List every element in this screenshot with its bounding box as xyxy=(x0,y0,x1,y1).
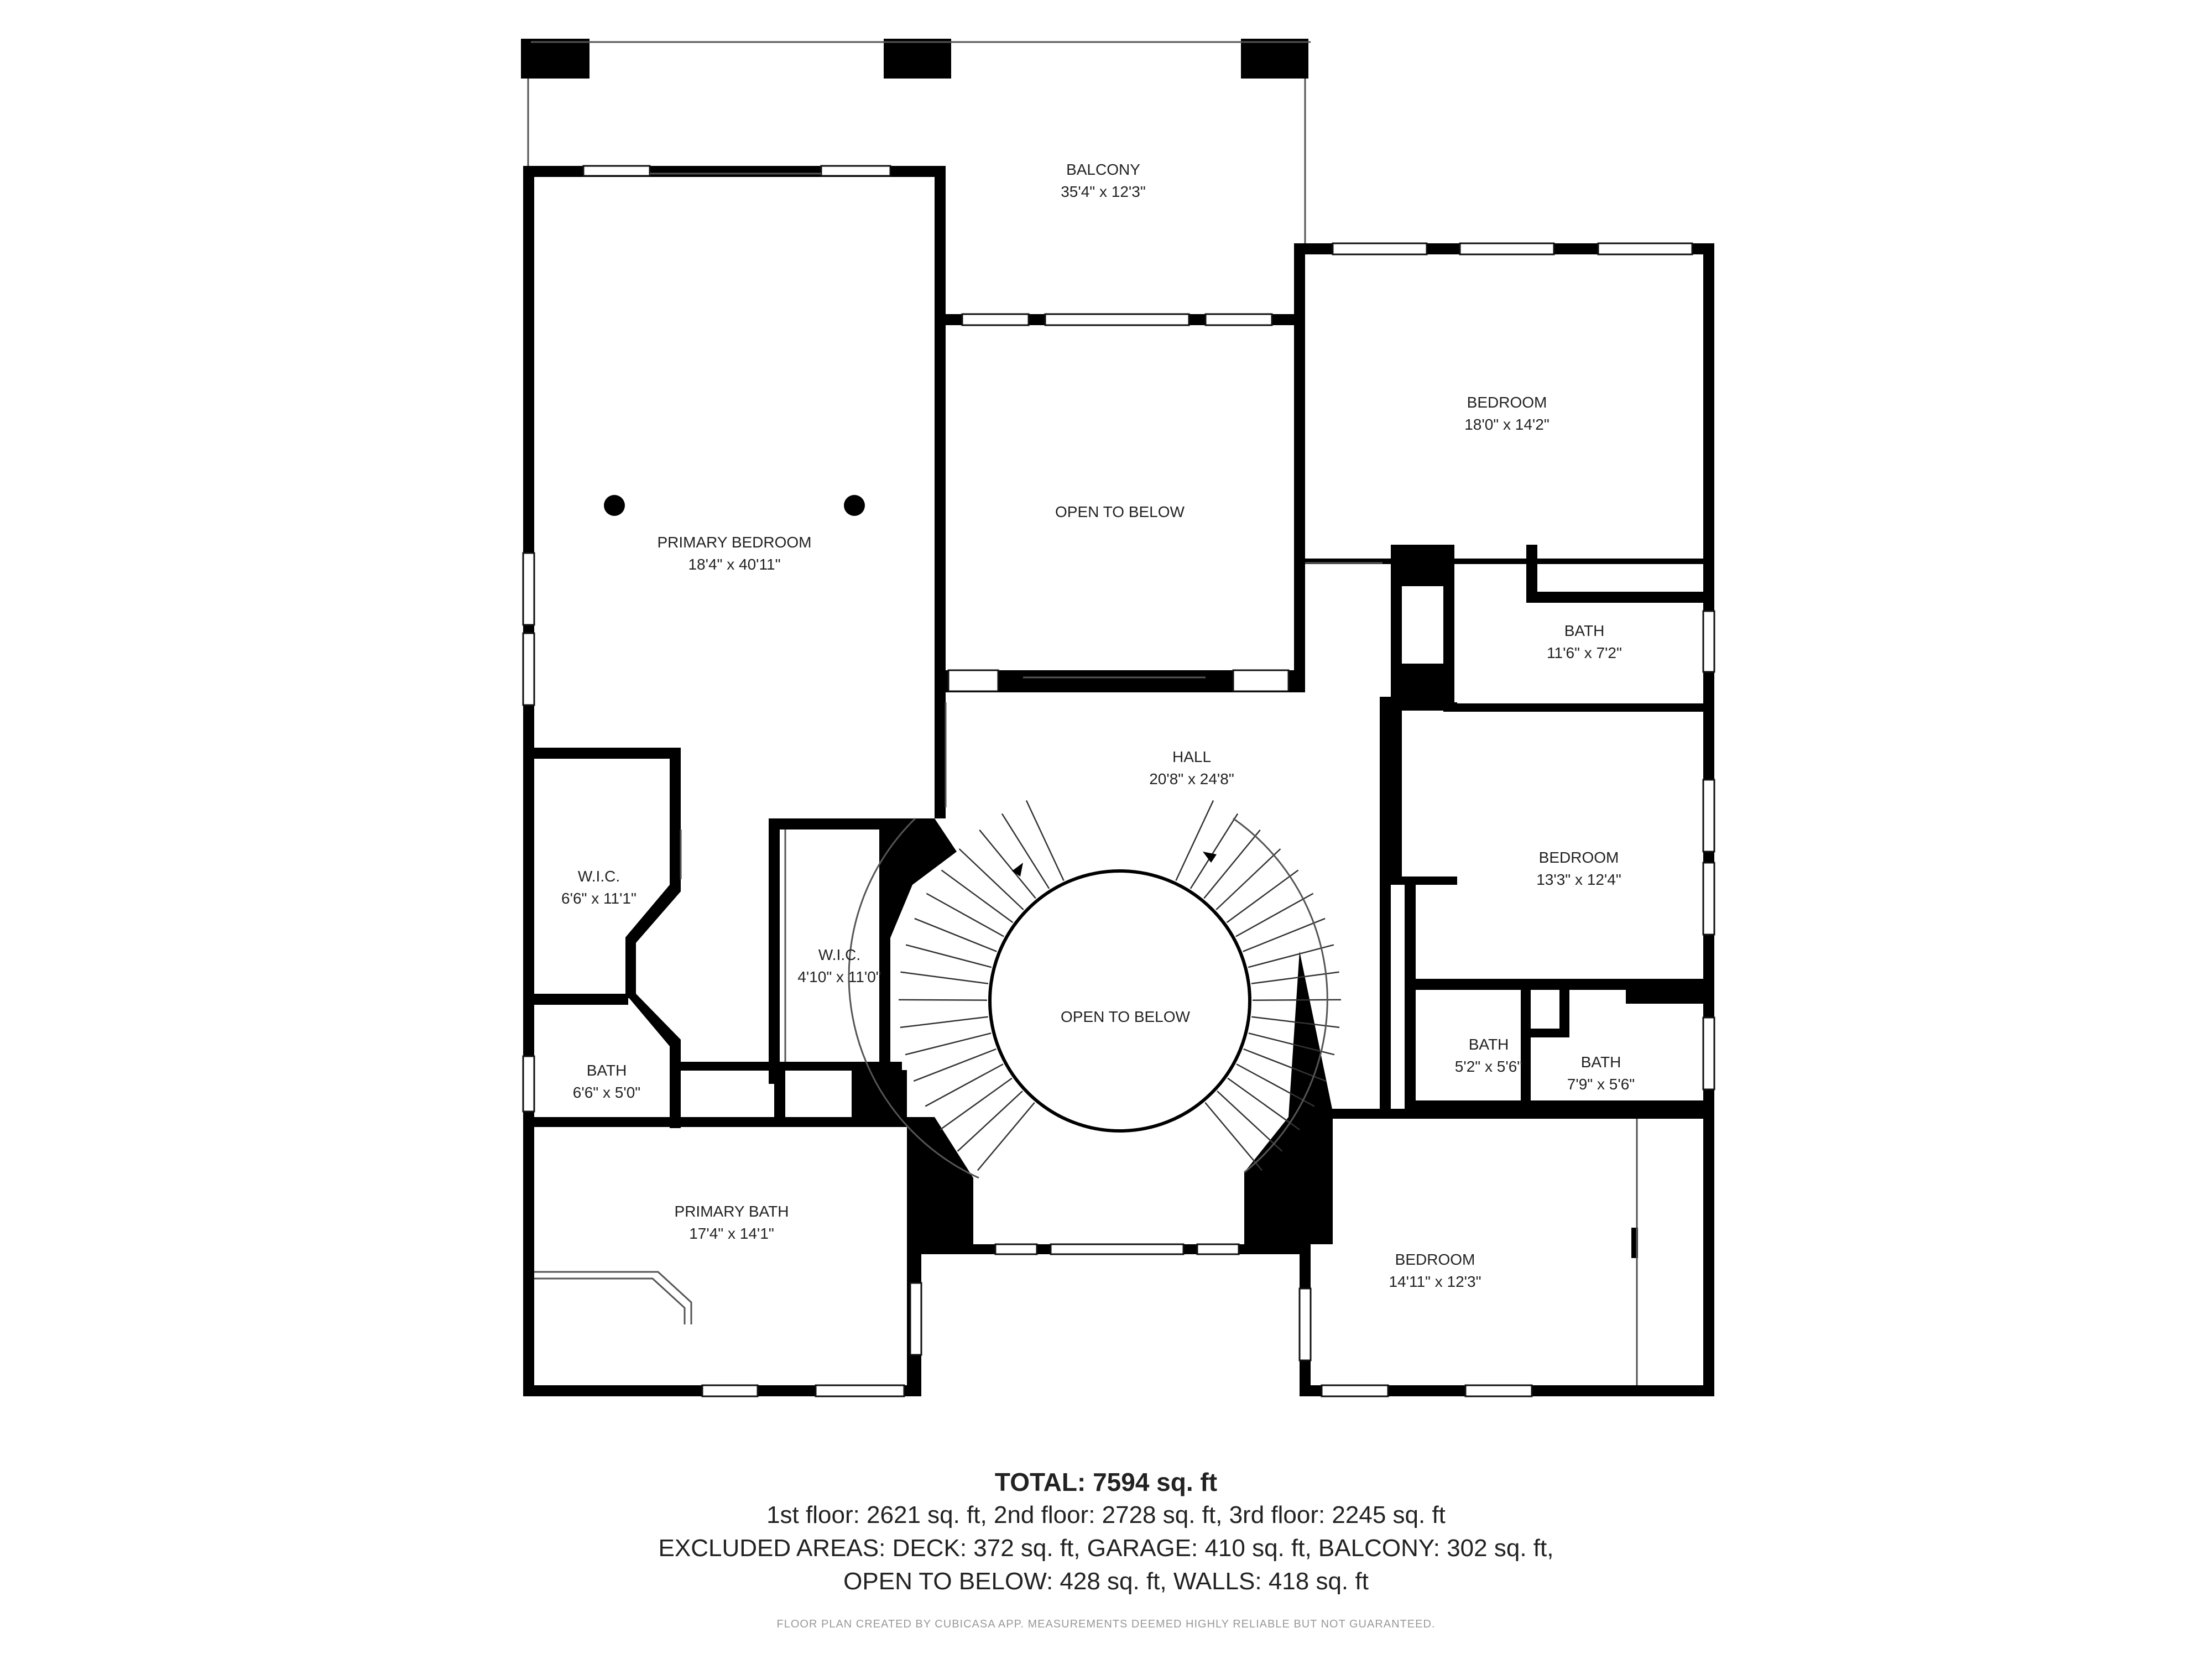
open-and-walls: OPEN TO BELOW: 428 sq. ft, WALLS: 418 sq… xyxy=(843,1568,1369,1595)
stair-tread xyxy=(1248,944,1334,968)
bath-upper-right-dims: 11'6" x 7'2" xyxy=(1547,644,1622,661)
stair-tread xyxy=(1025,800,1065,881)
bath-small-right-b-dims: 7'9" x 5'6" xyxy=(1567,1076,1635,1093)
stair-tread xyxy=(1217,1091,1283,1152)
hall-name: HALL xyxy=(1172,748,1211,765)
stair-tread xyxy=(926,893,1004,937)
up-arrow-icon xyxy=(1203,852,1217,863)
wic-center-name: W.I.C. xyxy=(818,946,860,963)
stair-tread xyxy=(1243,917,1326,952)
stair-tread xyxy=(1226,869,1299,924)
stair-tread xyxy=(1251,971,1339,984)
windows xyxy=(522,41,1715,1397)
stair-tread xyxy=(1175,800,1214,881)
stair-tread xyxy=(900,971,989,984)
stair-tread xyxy=(1235,893,1314,937)
primary-bath-name: PRIMARY BATH xyxy=(675,1203,789,1220)
stair-tread xyxy=(913,1048,997,1082)
open-to-below-center-name: OPEN TO BELOW xyxy=(1061,1008,1190,1025)
stair-tread xyxy=(1248,1032,1335,1056)
stair-tread xyxy=(914,917,997,952)
stair-tread xyxy=(958,848,1024,910)
stair-tread xyxy=(940,1077,1013,1131)
stair-tread xyxy=(1203,830,1261,899)
balcony-name: BALCONY xyxy=(1066,161,1140,178)
excluded-areas: EXCLUDED AREAS: DECK: 372 sq. ft, GARAGE… xyxy=(658,1535,1554,1562)
stair-tread xyxy=(1204,1102,1263,1171)
stair-tread xyxy=(977,1102,1035,1171)
primary-bedroom-dims: 18'4" x 40'11" xyxy=(688,556,780,573)
bath-small-right-b-name: BATH xyxy=(1581,1053,1621,1071)
bedroom-middle-name: BEDROOM xyxy=(1539,849,1619,866)
balcony-dims: 35'4" x 12'3" xyxy=(1061,183,1146,200)
wic-left-name: W.I.C. xyxy=(578,868,620,885)
up-arrow-icon xyxy=(1012,863,1023,877)
stair-tread xyxy=(1243,1048,1327,1082)
stair-tread xyxy=(1251,1016,1340,1029)
stair-tread xyxy=(1236,1063,1315,1107)
open-to-below-top-name: OPEN TO BELOW xyxy=(1055,503,1185,520)
floor-areas: 1st floor: 2621 sq. ft, 2nd floor: 2728 … xyxy=(766,1501,1446,1528)
bath-small-left-dims: 6'6" x 5'0" xyxy=(573,1084,640,1101)
wic-center-dims: 4'10" x 11'0" xyxy=(797,968,881,985)
stair-tread xyxy=(1215,848,1281,910)
bedroom-bottom-dims: 14'11" x 12'3" xyxy=(1389,1273,1481,1290)
staircase-right xyxy=(1175,800,1342,1171)
stair-tread xyxy=(957,1091,1023,1152)
bath-small-right-a-dims: 5'2" x 5'6" xyxy=(1455,1058,1522,1075)
stair-tread xyxy=(900,1016,988,1029)
bedroom-top-name: BEDROOM xyxy=(1467,394,1547,411)
stair-tread xyxy=(979,830,1036,899)
stair-tread xyxy=(905,1032,992,1056)
bedroom-middle-dims: 13'3" x 12'4" xyxy=(1536,871,1621,888)
stair-tread xyxy=(1190,813,1239,889)
walls xyxy=(521,39,1714,1396)
room-labels: BALCONY 35'4" x 12'3" PRIMARY BEDROOM 18… xyxy=(561,161,1635,1290)
stair-tread xyxy=(1227,1077,1300,1131)
total-area: TOTAL: 7594 sq. ft xyxy=(994,1468,1218,1496)
stair-tread xyxy=(905,944,992,968)
disclaimer-footer: FLOOR PLAN CREATED BY CUBICASA APP. MEAS… xyxy=(776,1618,1436,1630)
staircase xyxy=(848,800,1342,1179)
primary-bedroom-name: PRIMARY BEDROOM xyxy=(657,534,811,551)
area-summary: TOTAL: 7594 sq. ft 1st floor: 2621 sq. f… xyxy=(0,1465,2212,1598)
bedroom-top-dims: 18'0" x 14'2" xyxy=(1464,416,1550,433)
staircase-left xyxy=(898,800,1065,1171)
bath-small-right-a-name: BATH xyxy=(1469,1036,1509,1053)
hall-dims: 20'8" x 24'8" xyxy=(1149,770,1234,787)
bedroom-bottom-name: BEDROOM xyxy=(1395,1251,1475,1268)
stair-tread xyxy=(1001,813,1050,889)
stair-tread xyxy=(925,1063,1004,1107)
bath-upper-right-name: BATH xyxy=(1564,622,1605,639)
primary-bath-dims: 17'4" x 14'1" xyxy=(689,1225,774,1242)
stair-tread xyxy=(941,869,1014,924)
wic-left-dims: 6'6" x 11'1" xyxy=(561,890,637,907)
bath-small-left-name: BATH xyxy=(587,1062,627,1079)
